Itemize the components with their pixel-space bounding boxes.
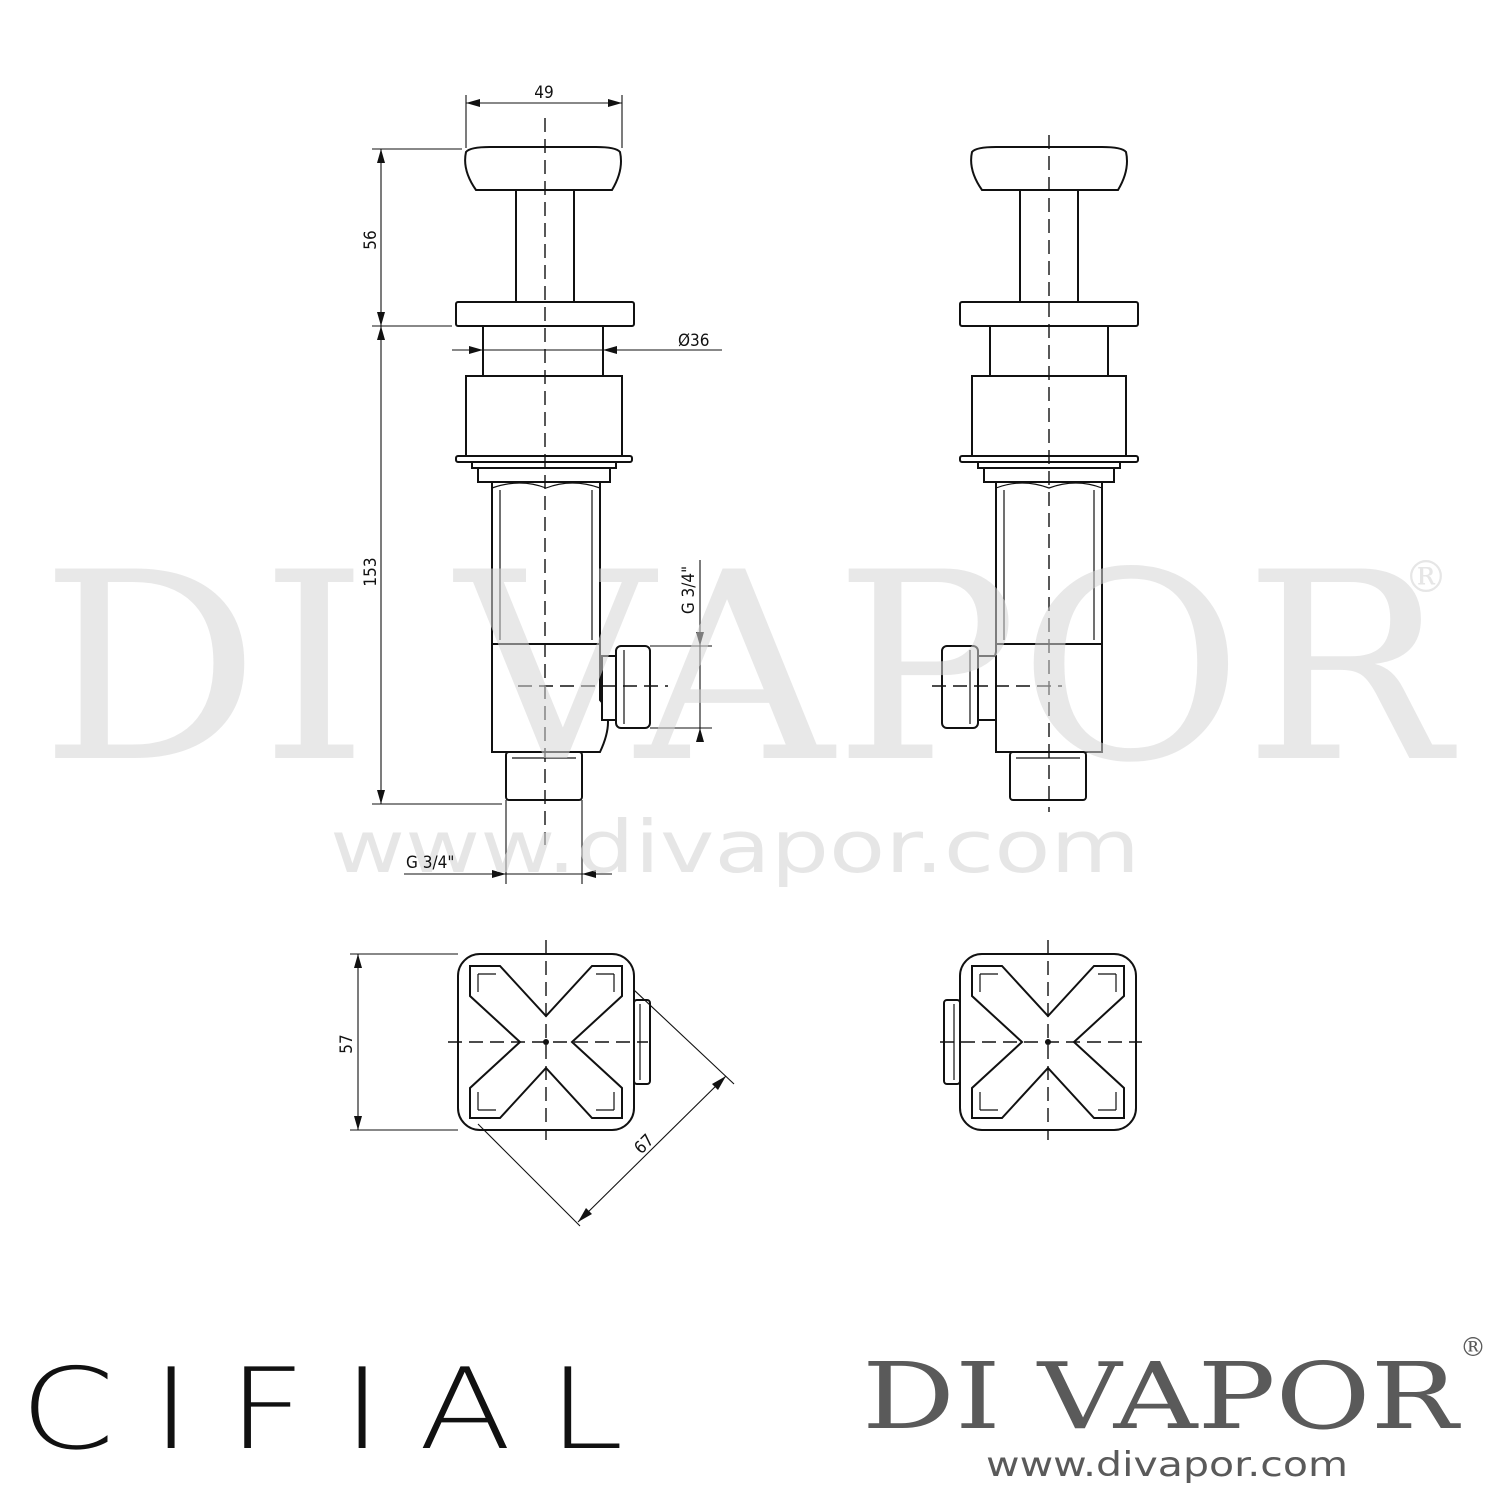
footer-branding: CIFIAL DI VAPOR ® www.divapor.com [20, 1333, 1486, 1485]
divapor-logo: DI VAPOR [862, 1343, 1461, 1450]
watermark-registered: ® [1404, 552, 1448, 603]
divapor-url: www.divapor.com [986, 1445, 1348, 1485]
dimension-lines [350, 95, 735, 1227]
watermark-text: DI VAPOR [40, 518, 1458, 820]
right-valve-elevation [932, 135, 1139, 812]
dim-plan-diagonal: 67 [631, 1131, 659, 1159]
watermark-url: www.divapor.com [330, 805, 1140, 889]
dimension-labels: 49 56 Ø36 153 G 3/4" G 3/4" 57 67 [337, 83, 710, 1158]
right-valve-plan [940, 940, 1142, 1140]
dim-plan-width: 57 [337, 1034, 357, 1053]
dim-total-height: 153 [361, 557, 381, 586]
cifial-logo: CIFIAL [20, 1345, 660, 1475]
dim-handle-height: 56 [361, 230, 381, 249]
dim-side-thread: G 3/4" [679, 566, 699, 614]
divapor-registered: ® [1460, 1333, 1486, 1363]
watermark: DI VAPOR ® www.divapor.com [40, 518, 1458, 889]
left-valve-plan [448, 940, 651, 1140]
dim-body-diameter: Ø36 [678, 331, 710, 351]
left-valve-elevation [455, 118, 668, 845]
dim-handle-width: 49 [534, 83, 553, 103]
dim-bottom-thread: G 3/4" [406, 853, 454, 873]
